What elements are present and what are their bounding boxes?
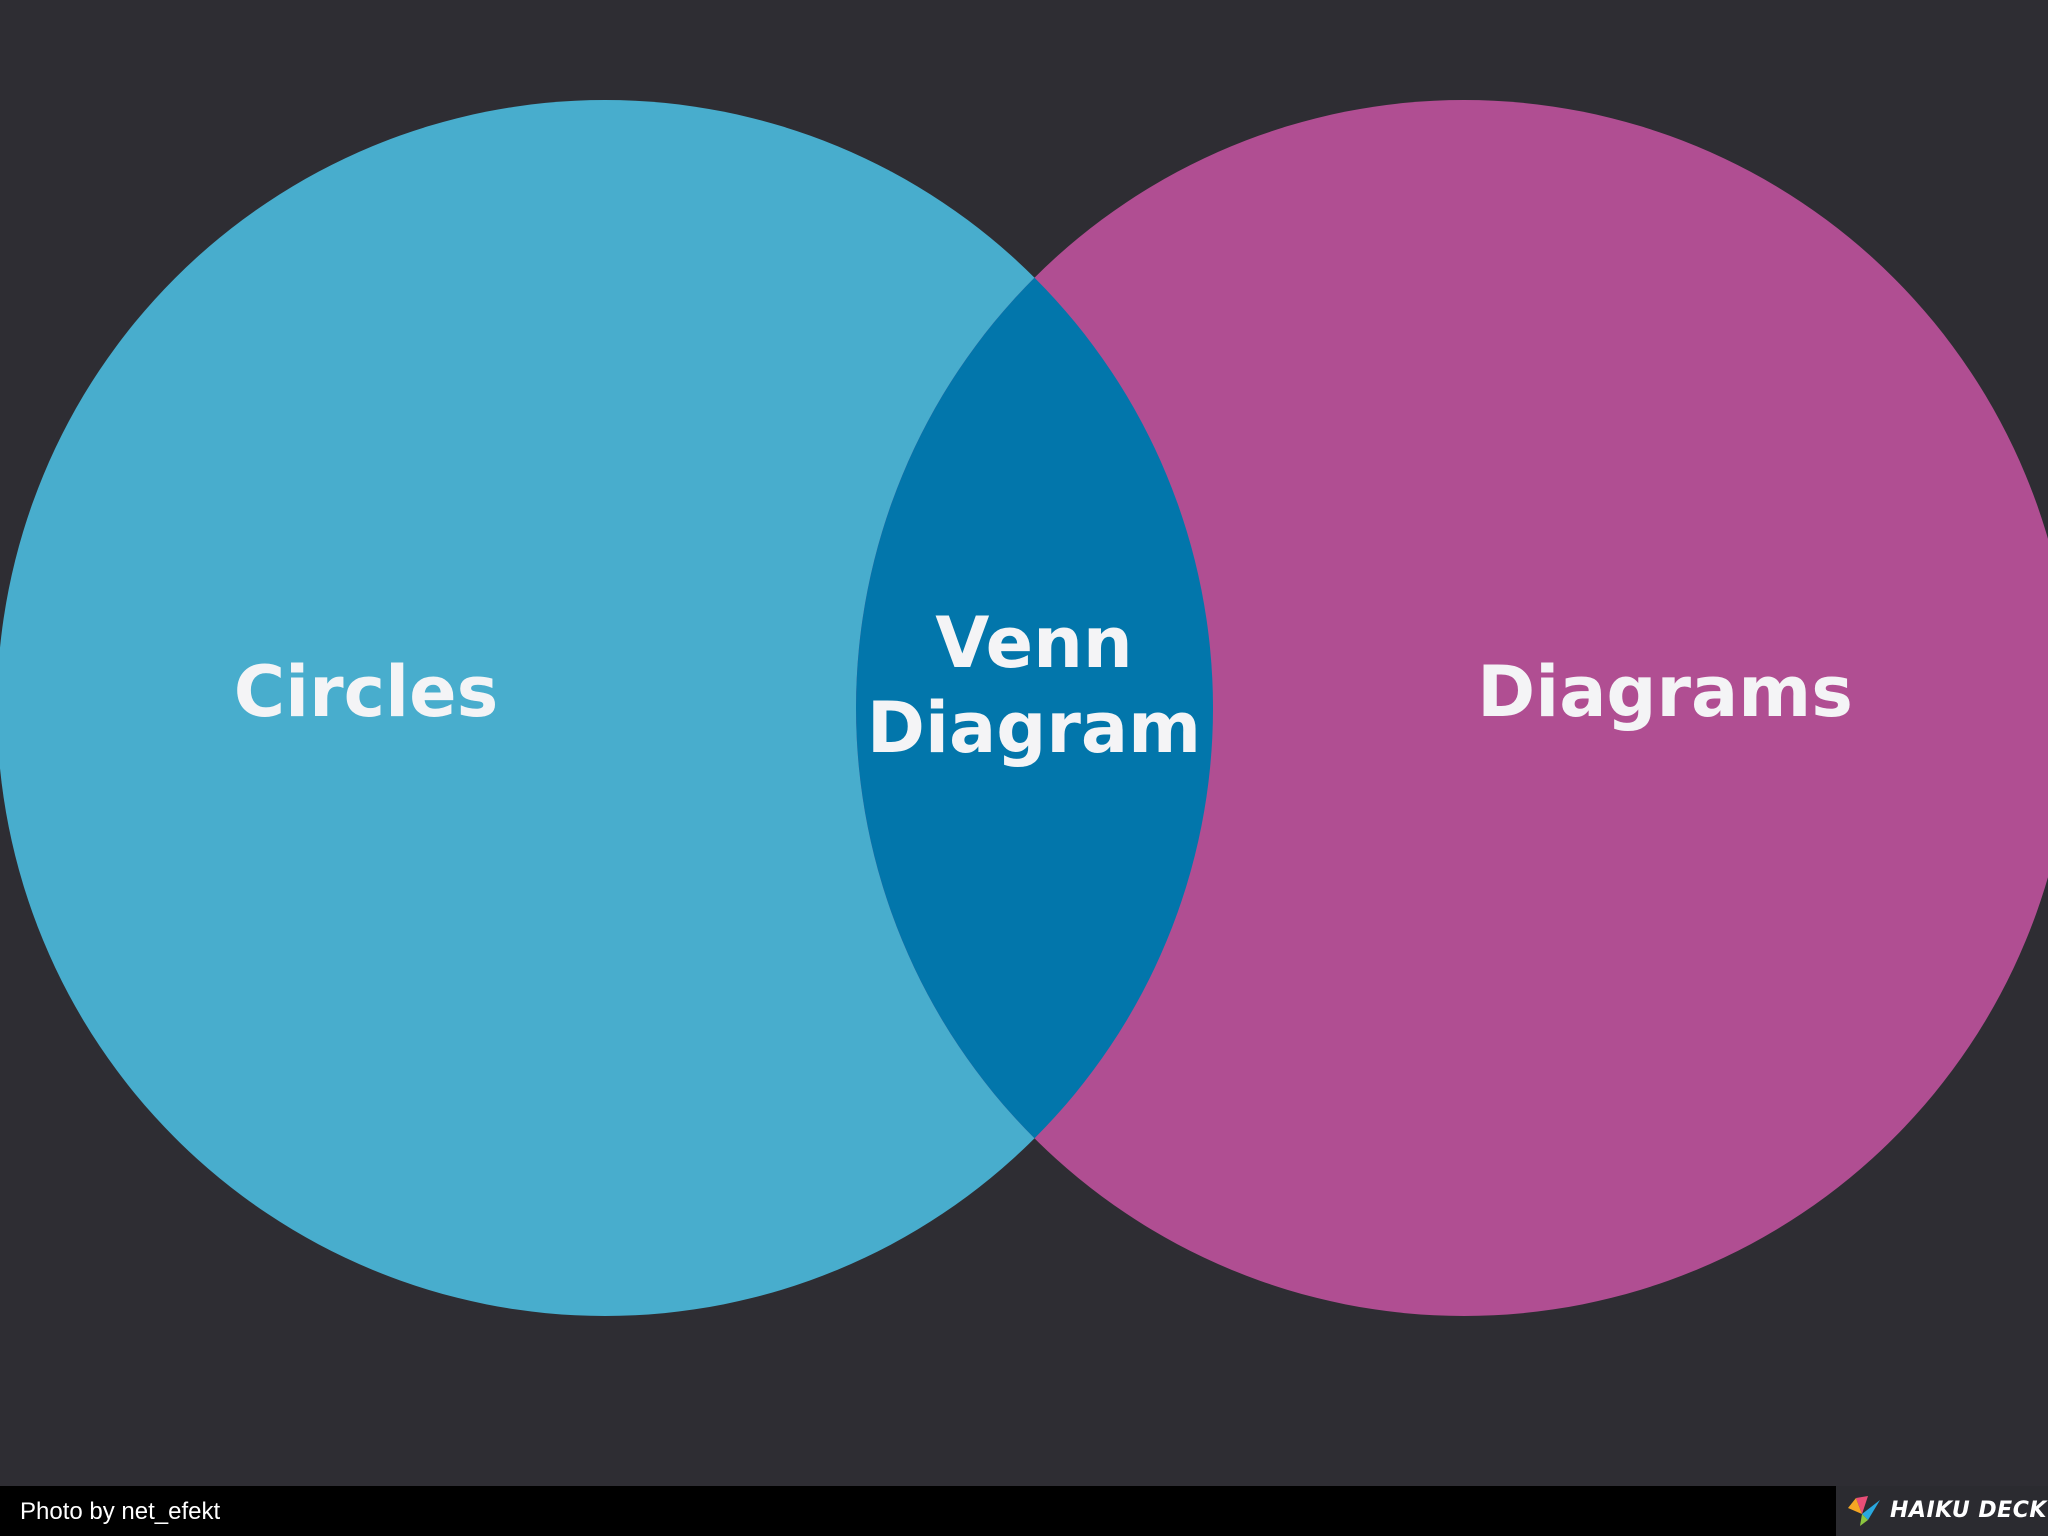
venn-diagram: Circles Venn Diagram Diagrams [0,100,2048,1316]
haiku-deck-bird-icon [1848,1496,1880,1526]
right-circle [856,100,2048,1316]
photo-credit[interactable]: Photo by net_efekt [20,1498,221,1525]
left-circle [0,100,1213,1316]
left-set-label: Circles [234,651,499,733]
brand-badge[interactable]: HAIKU DECK [1836,1486,2048,1536]
intersection-label-line1: Venn [935,602,1133,684]
brand-name: HAIKU DECK [1890,1498,2047,1523]
caption-bar: Photo by net_efekt HAIKU DECK [0,1486,2048,1536]
intersection-label-line2: Diagram [867,687,1201,769]
right-set-label: Diagrams [1477,651,1853,733]
